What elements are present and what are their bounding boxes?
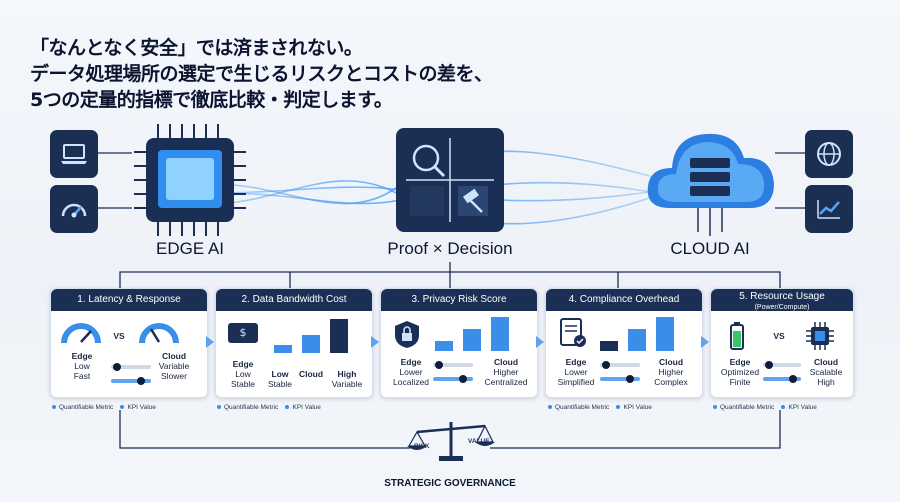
document-check-icon — [560, 318, 586, 347]
cloud-label: Cloud — [298, 369, 324, 379]
cloud-value-1: Higher — [493, 367, 519, 377]
cloud-ai-label: CLOUD AI — [670, 239, 750, 258]
cloud-value-1: Scalable — [809, 367, 843, 377]
card-privacy: 3. Privacy Risk Score Edge Lower Localiz… — [380, 288, 538, 398]
edge-label: Edge — [729, 357, 751, 367]
card-subtitle: (Power/Compute) — [754, 304, 810, 311]
gauge-icon — [139, 323, 179, 344]
arrow-right-icon — [536, 336, 544, 348]
edge-chip-icon — [134, 124, 246, 236]
kpi-label: KPI Value — [623, 404, 652, 411]
edge-value-1: Lower — [564, 367, 588, 377]
card-footer: Quantifiable Metric KPI Value — [713, 404, 817, 411]
card-footer: Quantifiable Metric KPI Value — [548, 404, 652, 411]
globe-icon — [805, 130, 853, 178]
card-footer: Quantifiable Metric KPI Value — [52, 404, 156, 411]
col3-value-1: High — [337, 369, 357, 379]
cloud-value-2: Slower — [161, 371, 187, 381]
edge-value-2: Localized — [393, 377, 429, 387]
metric-label: Quantifiable Metric — [555, 404, 610, 411]
edge-label: Edge — [71, 351, 93, 361]
money-icon: $ — [228, 323, 258, 343]
cloud-label: Cloud — [493, 357, 519, 367]
lock-icon — [395, 321, 419, 348]
speedometer-icon — [50, 185, 98, 233]
cloud-label: Cloud — [813, 357, 839, 367]
headline-line-2: データ処理場所の選定で生じるリスクとコストの差を、 — [30, 63, 493, 85]
col2-value-2: Stable — [267, 379, 293, 389]
edge-value-1: Low — [74, 361, 90, 371]
headline-line-3: 5つの定量的指標で徹底比較・判定します。 — [30, 89, 393, 111]
card-title: 2. Data Bandwidth Cost — [216, 289, 372, 311]
edge-value-2: Simplified — [557, 377, 595, 387]
metric-label: Quantifiable Metric — [59, 404, 114, 411]
card-compliance: 4. Compliance Overhead Edge Lower Simpli… — [545, 288, 703, 398]
bandwidth-bars — [274, 319, 358, 353]
card-title: 5. Resource Usage — [739, 291, 825, 302]
cloud-label: Cloud — [161, 351, 187, 361]
col3-value-2: Variable — [331, 379, 363, 389]
edge-value-1: Lower — [399, 367, 423, 377]
cloud-value-2: Centralized — [484, 377, 528, 387]
cloud-value-2: High — [817, 377, 835, 387]
card-resource: 5. Resource Usage (Power/Compute) VS Edg… — [710, 288, 854, 398]
card-latency: 1. Latency & Response VS Edge Low Fast C… — [50, 288, 208, 398]
edge-value-2: Fast — [73, 371, 91, 381]
col2-value-1: Low — [271, 369, 289, 379]
arrow-right-icon — [206, 336, 214, 348]
edge-value-1: Low — [235, 369, 251, 379]
edge-label: Edge — [400, 357, 422, 367]
compliance-bars — [600, 317, 690, 351]
edge-label: Edge — [565, 357, 587, 367]
vs-label: VS — [773, 331, 785, 341]
card-footer: Quantifiable Metric KPI Value — [217, 404, 321, 411]
card-bandwidth: 2. Data Bandwidth Cost $ Edge Low Stable… — [215, 288, 373, 398]
cloud-server-icon — [647, 133, 774, 236]
proof-decision-label: Proof × Decision — [387, 239, 513, 258]
privacy-bars — [435, 317, 525, 351]
edge-value-1: Optimized — [720, 367, 760, 377]
card-title: 3. Privacy Risk Score — [381, 289, 537, 311]
card-header: 5. Resource Usage (Power/Compute) — [711, 289, 853, 311]
cloud-value-2: Complex — [654, 377, 688, 387]
arrow-right-icon — [701, 336, 709, 348]
card-title: 1. Latency & Response — [51, 289, 207, 311]
cloud-value-1: Variable — [158, 361, 190, 371]
arrow-right-icon — [371, 336, 379, 348]
balance-scale-icon — [407, 422, 495, 461]
edge-label: Edge — [232, 359, 254, 369]
headline-line-1: 「なんとなく安全」では済まされない。 — [30, 37, 363, 59]
metric-label: Quantifiable Metric — [224, 404, 279, 411]
growth-chart-icon — [805, 185, 853, 233]
battery-icon — [730, 322, 744, 350]
cpu-icon — [806, 322, 834, 350]
kpi-label: KPI Value — [788, 404, 817, 411]
kpi-label: KPI Value — [292, 404, 321, 411]
edge-ai-label: EDGE AI — [155, 239, 225, 258]
proof-decision-icon — [396, 128, 504, 232]
metric-label: Quantifiable Metric — [720, 404, 775, 411]
card-title: 4. Compliance Overhead — [546, 289, 702, 311]
cloud-label: Cloud — [658, 357, 684, 367]
edge-value-2: Finite — [729, 377, 751, 387]
cloud-value-1: Higher — [658, 367, 684, 377]
edge-value-2: Stable — [230, 379, 256, 389]
risk-label: RISK — [414, 443, 430, 450]
value-label: VALUE — [468, 438, 490, 445]
strategic-governance-label: STRATEGIC GOVERNANCE — [384, 478, 516, 489]
kpi-label: KPI Value — [127, 404, 156, 411]
laptop-icon — [50, 130, 98, 178]
gauge-icon — [61, 323, 101, 344]
vs-label: VS — [113, 331, 125, 341]
